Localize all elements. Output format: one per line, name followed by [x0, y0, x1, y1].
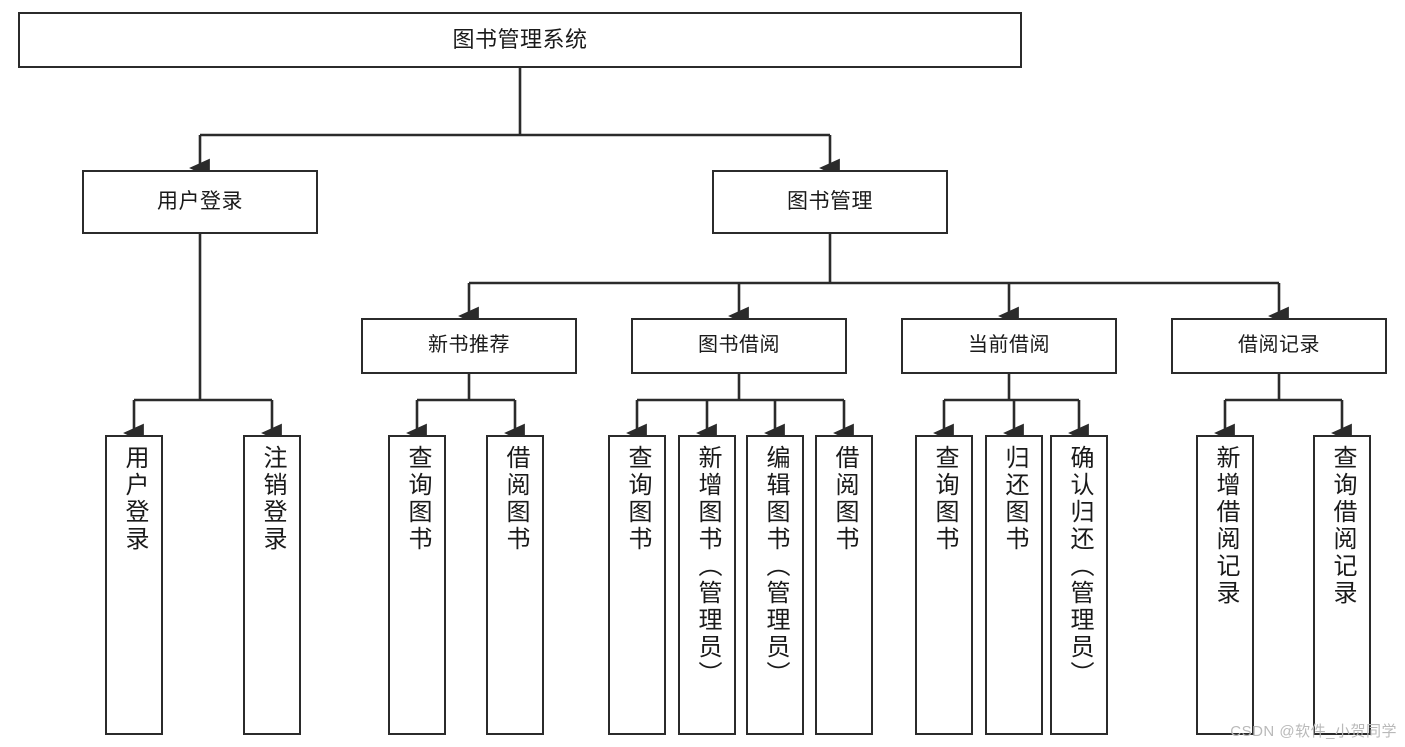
node-leaf-add-record[interactable]: 新增借阅记录: [1196, 435, 1254, 735]
node-label: 借阅图书: [502, 445, 529, 553]
node-leaf-query-book-b[interactable]: 查询图书: [608, 435, 666, 735]
node-label: 查询图书: [624, 445, 651, 553]
node-leaf-confirm-return[interactable]: 确认归还（管理员）: [1050, 435, 1108, 735]
node-leaf-edit-book[interactable]: 编辑图书（管理员）: [746, 435, 804, 735]
node-book-borrow[interactable]: 图书借阅: [631, 318, 847, 374]
node-label: 确认归还（管理员）: [1066, 445, 1093, 688]
node-label: 新增图书（管理员）: [694, 445, 721, 688]
node-leaf-return-book[interactable]: 归还图书: [985, 435, 1043, 735]
node-label: 新书推荐: [428, 334, 510, 357]
node-leaf-query-record[interactable]: 查询借阅记录: [1313, 435, 1371, 735]
node-leaf-borrow-book-b[interactable]: 借阅图书: [815, 435, 873, 735]
node-label: 当前借阅: [968, 334, 1050, 357]
node-leaf-user-login[interactable]: 用户登录: [105, 435, 163, 735]
node-label: 注销登录: [259, 445, 286, 553]
node-label: 借阅图书: [831, 445, 858, 553]
node-label: 图书借阅: [698, 334, 780, 357]
watermark: CSDN @软件_小贺同学: [1230, 723, 1397, 740]
node-label: 编辑图书（管理员）: [762, 445, 789, 688]
node-label: 查询图书: [404, 445, 431, 553]
node-borrow-record[interactable]: 借阅记录: [1171, 318, 1387, 374]
node-root[interactable]: 图书管理系统: [18, 12, 1022, 68]
node-label: 用户登录: [157, 189, 243, 213]
node-label: 借阅记录: [1238, 334, 1320, 357]
node-label: 用户登录: [121, 445, 148, 553]
node-label: 新增借阅记录: [1212, 445, 1239, 607]
node-label: 图书管理: [787, 189, 873, 213]
node-leaf-add-book[interactable]: 新增图书（管理员）: [678, 435, 736, 735]
node-user-login[interactable]: 用户登录: [82, 170, 318, 234]
node-current-borrow[interactable]: 当前借阅: [901, 318, 1117, 374]
node-label: 查询图书: [931, 445, 958, 553]
node-book-manage[interactable]: 图书管理: [712, 170, 948, 234]
node-leaf-borrow-book-rec[interactable]: 借阅图书: [486, 435, 544, 735]
node-leaf-query-book-c[interactable]: 查询图书: [915, 435, 973, 735]
node-new-book-rec[interactable]: 新书推荐: [361, 318, 577, 374]
node-leaf-logout[interactable]: 注销登录: [243, 435, 301, 735]
node-leaf-query-book-rec[interactable]: 查询图书: [388, 435, 446, 735]
node-label: 图书管理系统: [452, 27, 588, 53]
node-label: 查询借阅记录: [1329, 445, 1356, 607]
node-label: 归还图书: [1001, 445, 1028, 553]
